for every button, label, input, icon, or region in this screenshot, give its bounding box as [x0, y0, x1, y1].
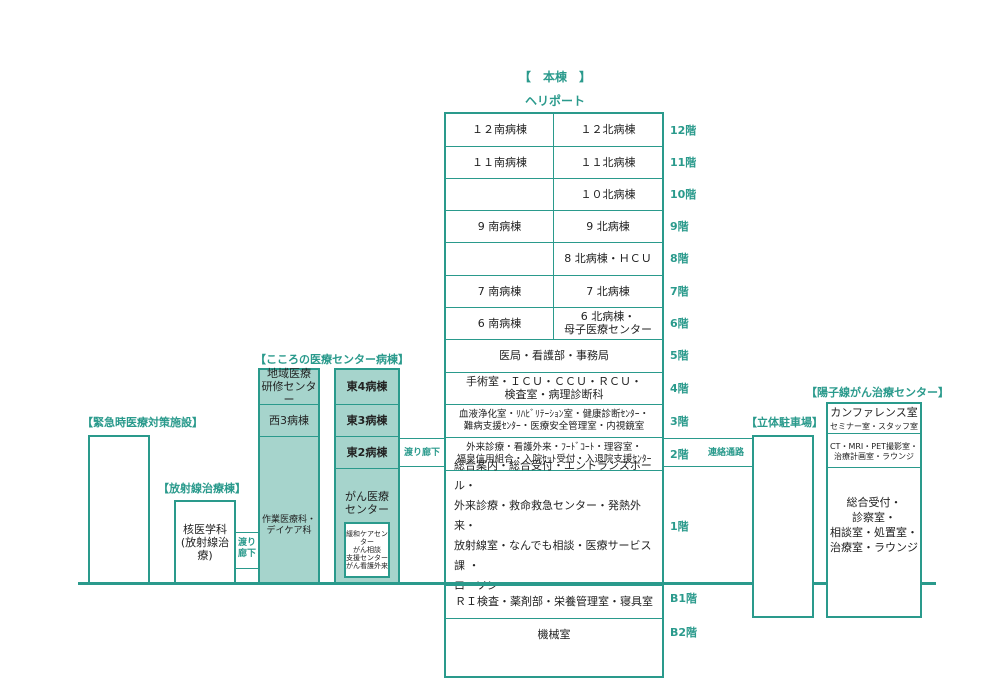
- floor-separator: [444, 437, 664, 438]
- floor-separator: [444, 307, 664, 308]
- floor-label: 2階: [670, 448, 689, 461]
- floor-content-cell: 血液浄化室・ﾘﾊﾋﾞﾘﾃｰｼｮﾝ室・健康診断ｾﾝﾀｰ・ 難病支援ｾﾝﾀｰ・医療安…: [458, 408, 649, 432]
- floor-separator: [444, 372, 664, 373]
- floor-label: 6階: [670, 317, 689, 330]
- radiation-building: 核医学科 (放射線治療): [174, 500, 236, 584]
- north-ward-cell: 9 北病棟: [586, 219, 630, 233]
- floor-separator: [444, 585, 664, 586]
- parking-title: 【立体駐車場】: [746, 416, 823, 429]
- heliport-label: ヘリポート: [524, 94, 585, 108]
- north-ward-cell: １２北病棟: [580, 123, 636, 136]
- radiation-corridor-line-bottom: [236, 568, 260, 569]
- radiation-corridor-line-top: [236, 532, 260, 533]
- floor-separator: [444, 339, 664, 340]
- kokoro-corridor-line-bottom: [400, 466, 444, 467]
- cancer-conference-sub: セミナー室・スタッフ室: [827, 420, 921, 434]
- main-building-title: 【 本棟 】: [518, 70, 591, 84]
- cancer-reception: 総合受付・ 診察室・ 相談室・処置室・ 治療室・ラウンジ: [830, 496, 918, 554]
- floor-label: B2階: [670, 626, 698, 639]
- floor-separator: [444, 242, 664, 243]
- kokoro-title: 【こころの医療センター病棟】: [255, 353, 409, 366]
- radiation-title: 【放射線治療棟】: [158, 482, 246, 495]
- cancer-title: 【陽子線がん治療センター】: [806, 386, 949, 399]
- floor-content-cell: 医局・看護部・事務局: [499, 349, 609, 362]
- parking-corridor: 連絡通路: [707, 448, 744, 458]
- east-4-cell: 東4病棟: [334, 369, 400, 405]
- south-ward-cell: 7 南病棟: [477, 284, 522, 298]
- floor-label: 7階: [670, 285, 689, 298]
- floor-content-cell: 外来診療・看護外来・ﾌｰﾄﾞｺｰﾄ・理容室・ 福泉信用組合・入院ｾｯﾄ受付・入退…: [456, 441, 652, 465]
- south-ward-cell: [446, 178, 553, 210]
- kokoro-corridor-line-top: [400, 438, 444, 439]
- south-ward-cell: 9 南病棟: [477, 219, 522, 233]
- north-ward-cell: １１北病棟: [580, 155, 636, 169]
- floor-content-cell: 機械室: [537, 627, 571, 641]
- west-1-cell: 作業医療科・ デイケア科: [261, 515, 316, 536]
- floor-label: 12階: [670, 124, 697, 137]
- parking-building: [752, 435, 814, 618]
- floor-content-cell: 総合案内・総合受付・エントランスホール・ 外来診療・救命救急センター・発熱外来・…: [454, 459, 652, 592]
- north-ward-cell: 6 北病棟・ 母子医療センター: [564, 310, 652, 336]
- floor-separator: [444, 178, 664, 179]
- floor-separator: [444, 275, 664, 276]
- east-1-sub: 緩和ケアセンター がん相談 支援センター がん看護外来: [344, 522, 390, 578]
- floor-label: 1階: [670, 520, 689, 533]
- floor-label: 3階: [670, 415, 689, 428]
- floor-label: 10階: [670, 188, 697, 201]
- cancer-ct: CT・MRI・PET撮影室・ 治療計画室・ラウンジ: [827, 436, 921, 468]
- north-ward-cell: １０北病棟: [580, 187, 636, 201]
- cancer-conference: カンファレンス室: [830, 405, 918, 419]
- floor-label: 9階: [670, 220, 689, 233]
- south-ward-cell: 6 南病棟: [477, 316, 522, 330]
- kokoro-corridor: 渡り廊下: [403, 448, 440, 458]
- floor-label: 8階: [670, 252, 689, 265]
- west-3-cell: 西3病棟: [258, 405, 320, 437]
- main-divider: [553, 113, 554, 339]
- north-ward-cell: 7 北病棟: [586, 284, 630, 298]
- cancer-building: [826, 402, 922, 618]
- floor-separator: [444, 210, 664, 211]
- floor-separator: [444, 146, 664, 147]
- north-ward-cell: 8 北病棟・ＨＣＵ: [564, 252, 652, 265]
- floor-separator: [444, 404, 664, 405]
- floor-label: 5階: [670, 349, 689, 362]
- ground-line: [78, 582, 936, 585]
- parking-corridor-line-top: [664, 438, 752, 439]
- emergency-title: 【緊急時医療対策施設】: [82, 416, 203, 429]
- east-2-cell: 東2病棟: [334, 437, 400, 469]
- floor-label: 4階: [670, 382, 689, 395]
- east-3-cell: 東3病棟: [334, 405, 400, 437]
- floor-separator: [444, 470, 664, 471]
- floor-separator: [444, 618, 664, 619]
- floor-content-cell: ＲＩ検査・薬剤部・栄養管理室・寝具室: [455, 595, 653, 608]
- west-top-cell: 地域医療 研修センター: [258, 367, 320, 406]
- floor-label: 11階: [670, 156, 697, 169]
- south-ward-cell: １１南病棟: [472, 155, 527, 169]
- floor-label: B1階: [670, 592, 698, 605]
- emergency-building: [88, 435, 150, 584]
- east-1-main: がん医療 センター: [345, 490, 389, 516]
- south-ward-cell: １２南病棟: [472, 123, 527, 136]
- parking-corridor-line-bottom: [664, 466, 752, 467]
- south-ward-cell: [446, 242, 553, 275]
- floor-content-cell: 手術室・ＩＣＵ・ＣＣＵ・ＲＣＵ・ 検査室・病理診断科: [466, 375, 642, 401]
- radiation-corridor: 渡り 廊下: [237, 538, 256, 559]
